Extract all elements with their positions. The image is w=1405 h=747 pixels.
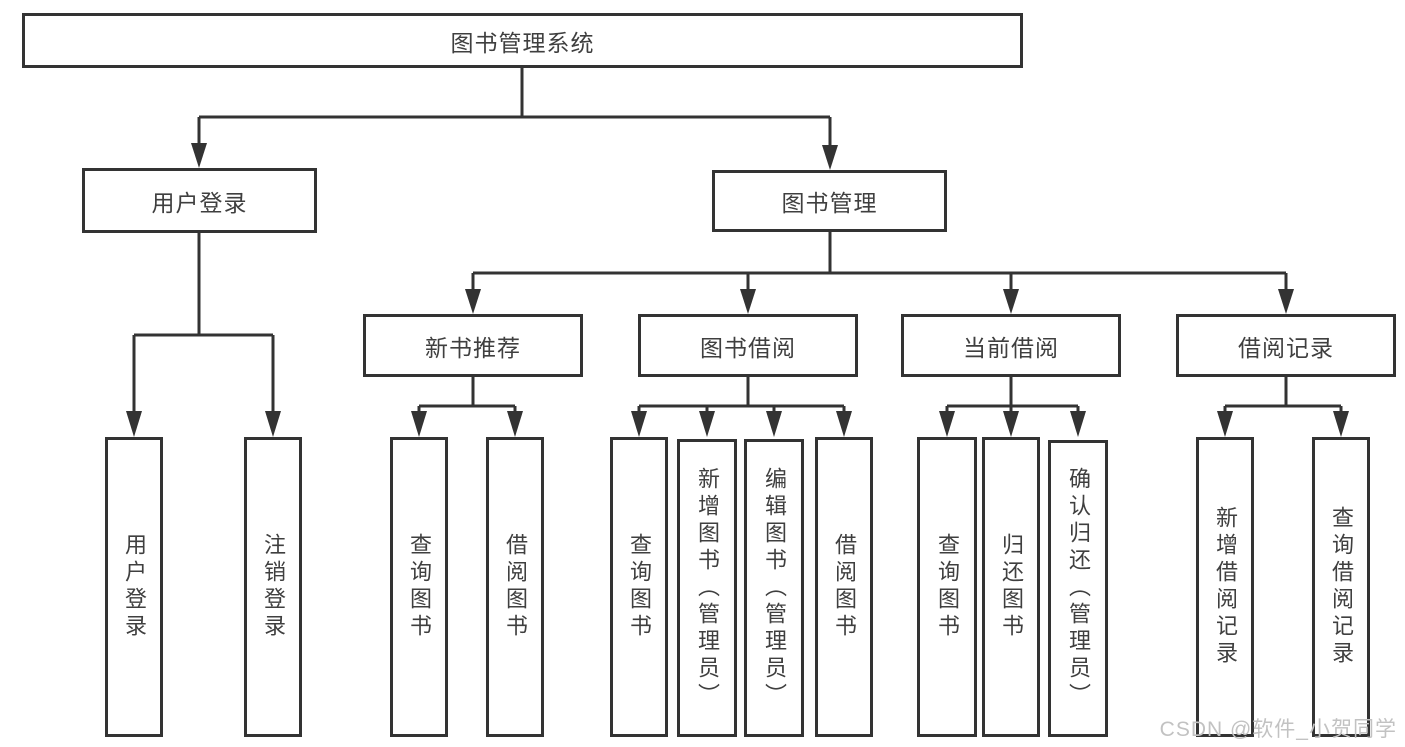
node-bb-borrow-books-label: 借阅图书 (832, 533, 857, 641)
node-book-borrowing-label: 图书借阅 (700, 334, 796, 361)
node-borrowing-records: 借阅记录 (1176, 314, 1396, 377)
node-bb-edit-books-admin-label: 编辑图书（管理员） (762, 466, 787, 710)
node-book-borrowing: 图书借阅 (638, 314, 858, 377)
node-nr-borrow-books-label: 借阅图书 (503, 533, 528, 641)
node-current-borrowing: 当前借阅 (901, 314, 1121, 377)
node-book-management-label: 图书管理 (781, 190, 878, 216)
node-bb-add-books-admin-label: 新增图书（管理员） (695, 466, 720, 710)
node-user-login-action: 用户登录 (105, 437, 163, 737)
node-borrowing-records-label: 借阅记录 (1238, 334, 1334, 361)
node-cb-query-books-label: 查询图书 (935, 533, 960, 641)
node-user-login-label: 用户登录 (151, 189, 248, 216)
node-user-login-action-label: 用户登录 (122, 533, 147, 641)
node-cb-return-books: 归还图书 (982, 437, 1040, 737)
node-bb-query-books-label: 查询图书 (627, 533, 652, 641)
node-nr-borrow-books: 借阅图书 (486, 437, 544, 737)
node-logout-action: 注销登录 (244, 437, 302, 737)
arrowheads (126, 143, 1349, 437)
node-cb-confirm-return-admin-label: 确认归还（管理员） (1066, 467, 1091, 710)
node-new-book-recommend-label: 新书推荐 (425, 334, 521, 361)
node-br-add-record: 新增借阅记录 (1196, 437, 1254, 737)
node-bb-borrow-books: 借阅图书 (815, 437, 873, 737)
node-cb-return-books-label: 归还图书 (999, 533, 1024, 641)
watermark: CSDN @软件_小贺同学 (1159, 718, 1397, 741)
node-br-query-record-label: 查询借阅记录 (1329, 506, 1354, 668)
node-library-management-system: 图书管理系统 (22, 13, 1023, 68)
node-book-management: 图书管理 (712, 170, 947, 232)
node-bb-edit-books-admin: 编辑图书（管理员） (744, 439, 804, 737)
node-nr-query-books-label: 查询图书 (407, 533, 432, 641)
node-logout-action-label: 注销登录 (261, 533, 286, 641)
node-bb-add-books-admin: 新增图书（管理员） (677, 439, 737, 737)
node-bb-query-books: 查询图书 (610, 437, 668, 737)
node-br-query-record: 查询借阅记录 (1312, 437, 1370, 737)
node-new-book-recommend: 新书推荐 (363, 314, 583, 377)
node-br-add-record-label: 新增借阅记录 (1213, 506, 1238, 668)
node-user-login: 用户登录 (82, 168, 317, 233)
node-cb-query-books: 查询图书 (917, 437, 977, 737)
node-nr-query-books: 查询图书 (390, 437, 448, 737)
node-library-management-system-label: 图书管理系统 (450, 29, 595, 56)
node-current-borrowing-label: 当前借阅 (963, 334, 1059, 361)
node-cb-confirm-return-admin: 确认归还（管理员） (1048, 440, 1108, 737)
